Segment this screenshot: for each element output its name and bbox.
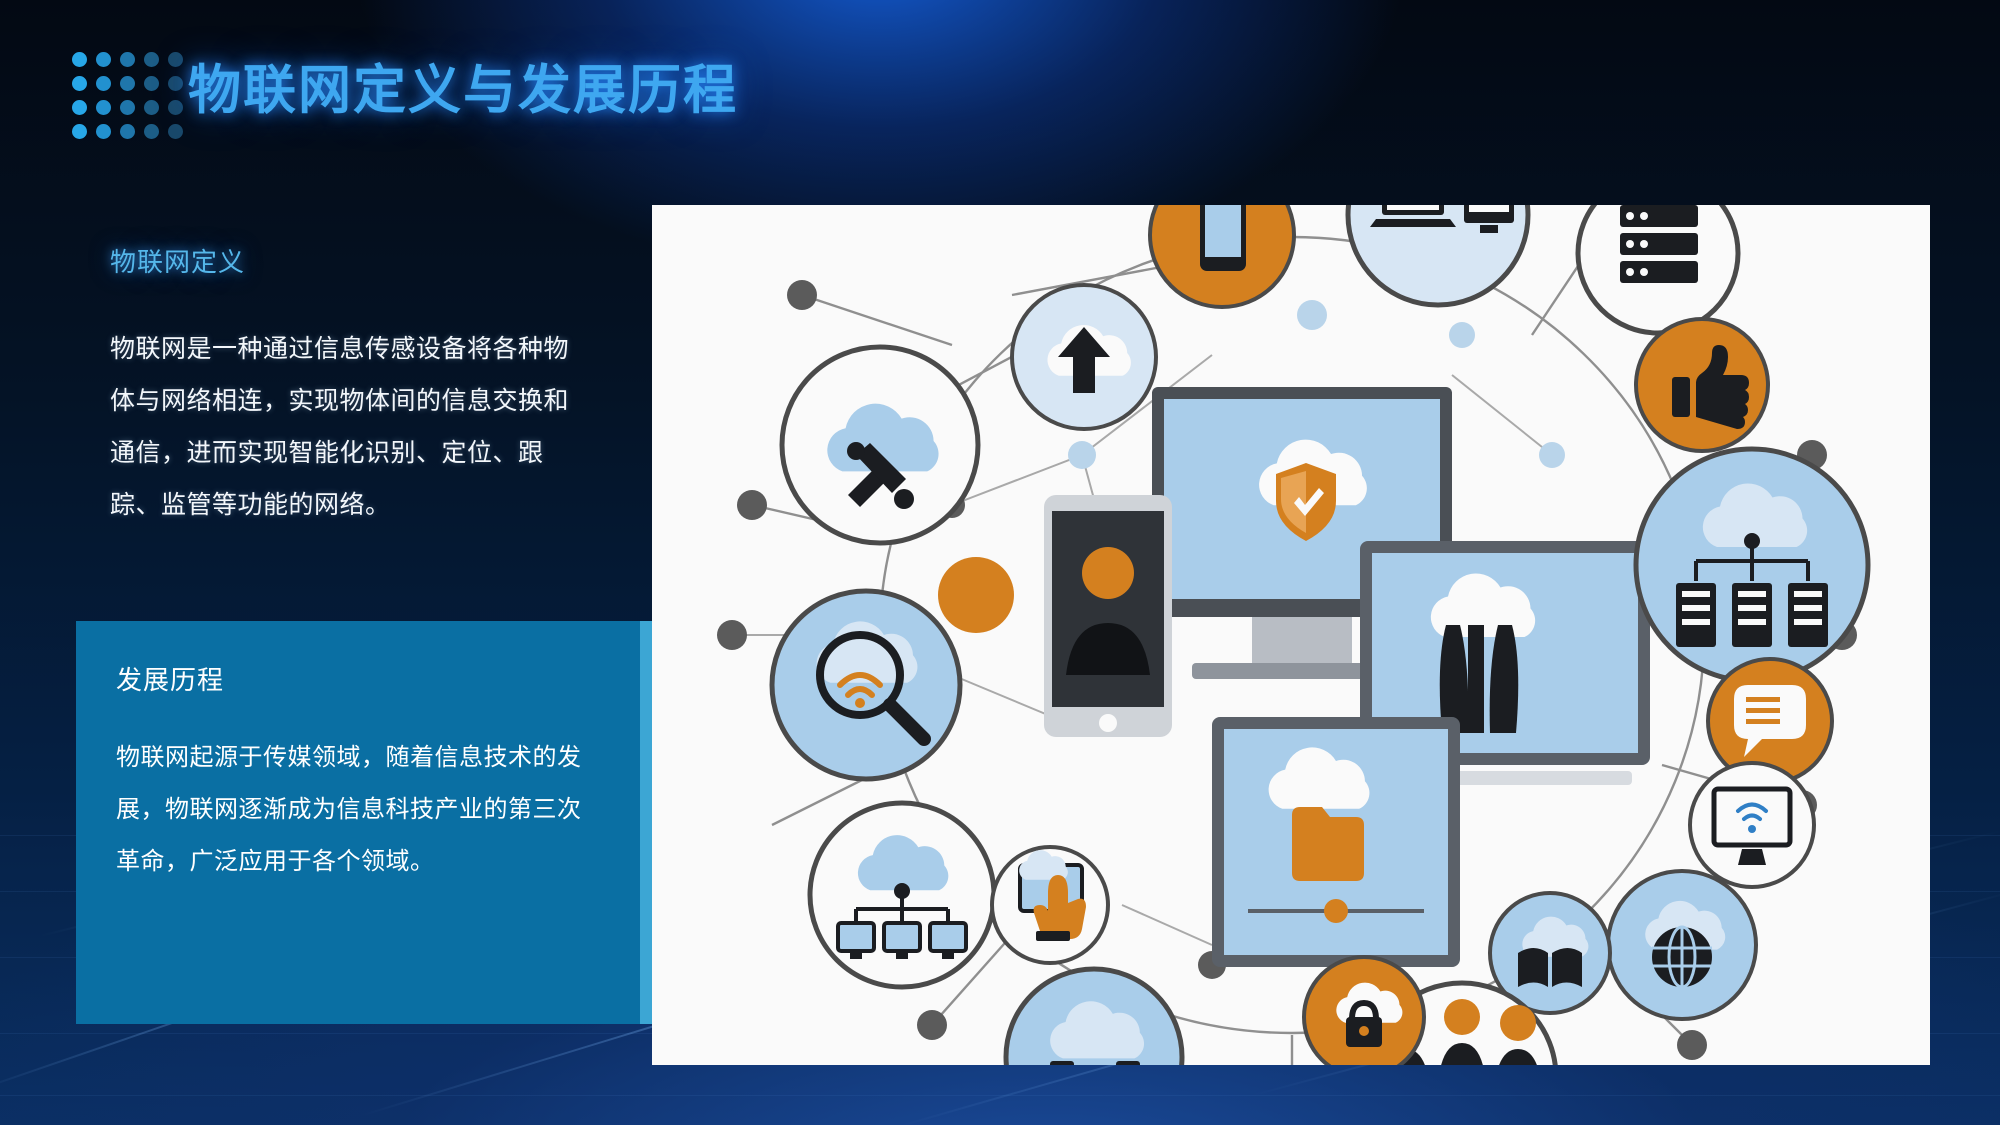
- smartphone: [1044, 495, 1172, 737]
- node-cloud-search-wifi: [769, 588, 963, 782]
- node-chat-message: [1706, 657, 1834, 785]
- dot-grid-icon: [72, 52, 192, 148]
- iot-network-diagram: [652, 205, 1930, 1065]
- node-tablet-touch: [990, 845, 1110, 965]
- definition-section: 物联网定义 物联网是一种通过信息传感设备将各种物体与网络相连，实现物体间的信息交…: [110, 242, 580, 531]
- tablet-landscape: [1360, 541, 1650, 785]
- node-orange-dot: [938, 557, 1014, 633]
- node-monitor-wifi: [1688, 761, 1816, 889]
- history-panel-dark: [76, 621, 640, 1024]
- history-body: 物联网起源于传媒领域，随着信息技术的发展，物联网逐渐成为信息科技产业的第三次革命…: [116, 743, 582, 875]
- node-book-cloud: [1488, 891, 1612, 1015]
- node-laptop-desktop: [1345, 205, 1531, 308]
- page-title: 物联网定义与发展历程: [188, 59, 738, 121]
- definition-body: 物联网是一种通过信息传感设备将各种物体与网络相连，实现物体间的信息交换和通信，进…: [110, 334, 570, 519]
- node-globe-cloud: [1606, 869, 1758, 1021]
- node-server-rack: [1575, 205, 1741, 336]
- node-cloud-servers: [1633, 446, 1871, 684]
- definition-heading: 物联网定义: [110, 248, 246, 278]
- node-cloud-upload: [1010, 283, 1158, 431]
- node-cloud-briefcase: [1003, 966, 1185, 1065]
- node-cloud-lock: [1302, 955, 1426, 1065]
- node-cloud-tools: [779, 344, 981, 546]
- node-mobile-phone: [1148, 205, 1296, 309]
- node-cloud-network: [807, 800, 997, 990]
- node-thumbs-up: [1634, 317, 1770, 453]
- tablet-portrait: [1212, 717, 1460, 967]
- history-section: 发展历程 物联网起源于传媒领域，随着信息技术的发展，物联网逐渐成为信息科技产业的…: [116, 660, 596, 887]
- history-heading: 发展历程: [116, 666, 225, 696]
